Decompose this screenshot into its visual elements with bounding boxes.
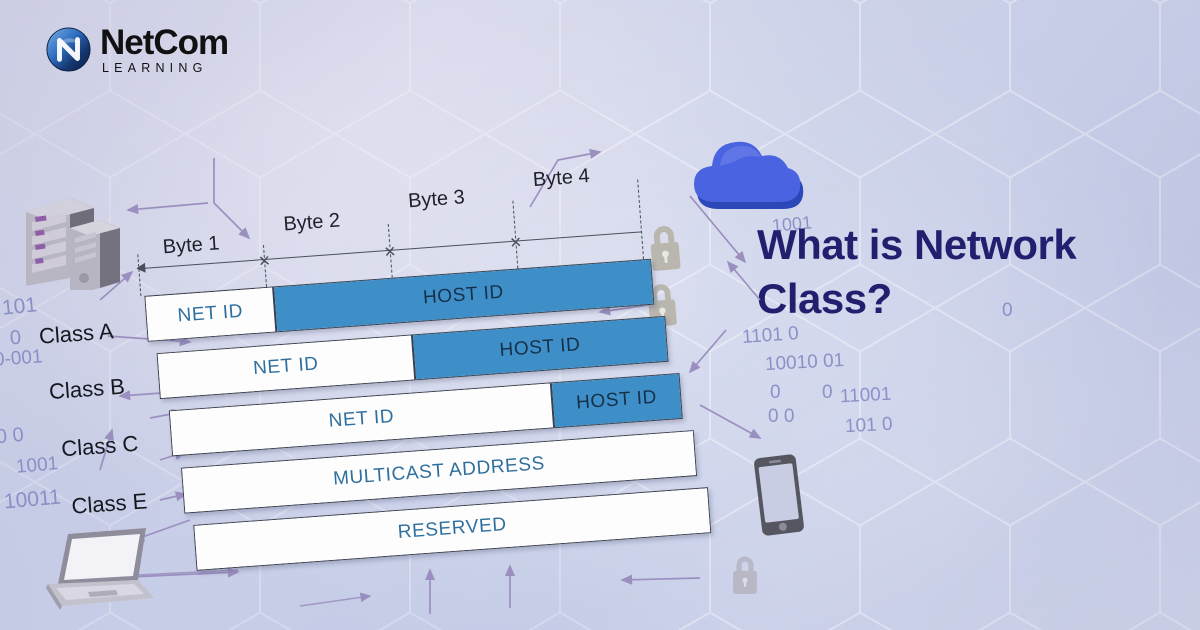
byte-label-4: Byte 4 [532, 165, 591, 192]
ruler-tick-2: ✕ [383, 243, 398, 262]
server-rack-icon [26, 198, 120, 290]
byte-label-3: Byte 3 [407, 186, 466, 213]
binary-digit-text: 0 0 [768, 406, 795, 427]
padlock-icon [733, 556, 757, 594]
ruler-dash-0 [137, 254, 142, 297]
cloud-icon [694, 141, 804, 209]
netcom-swirl-logo-icon [46, 27, 91, 72]
byte-label-2: Byte 2 [282, 209, 341, 236]
class-label-c: Class C [60, 430, 140, 462]
ruler-dash-4 [637, 179, 645, 260]
class-label-e: Class E [70, 488, 149, 519]
class-b-net-id-segment: NET ID [157, 335, 415, 398]
ruler-tick-3: ✕ [508, 234, 523, 253]
netcom-learning-logo[interactable]: NetCom LEARNING [46, 23, 229, 75]
class-b-host-id-segment: HOST ID [412, 316, 668, 380]
class-label-a: Class A [38, 318, 115, 349]
class-a-net-id-segment: NET ID [145, 287, 276, 341]
smartphone-icon [754, 454, 804, 536]
ruler-tick-1: ✕ [257, 252, 272, 271]
padlock-icon [650, 226, 681, 271]
page-title: What is Network Class? [757, 221, 1077, 322]
binary-digit-text: 0 [1002, 300, 1013, 321]
byte-label-1: Byte 1 [162, 232, 221, 259]
logo-tagline: LEARNING [102, 61, 208, 75]
laptop-icon [46, 528, 154, 610]
logo-brand-name: NetCom [100, 23, 229, 62]
binary-digit-text: 0 [770, 382, 781, 403]
class-label-b: Class B [48, 373, 126, 405]
class-c-host-id-segment: HOST ID [551, 374, 682, 428]
binary-digit-text: 0 [822, 382, 833, 403]
